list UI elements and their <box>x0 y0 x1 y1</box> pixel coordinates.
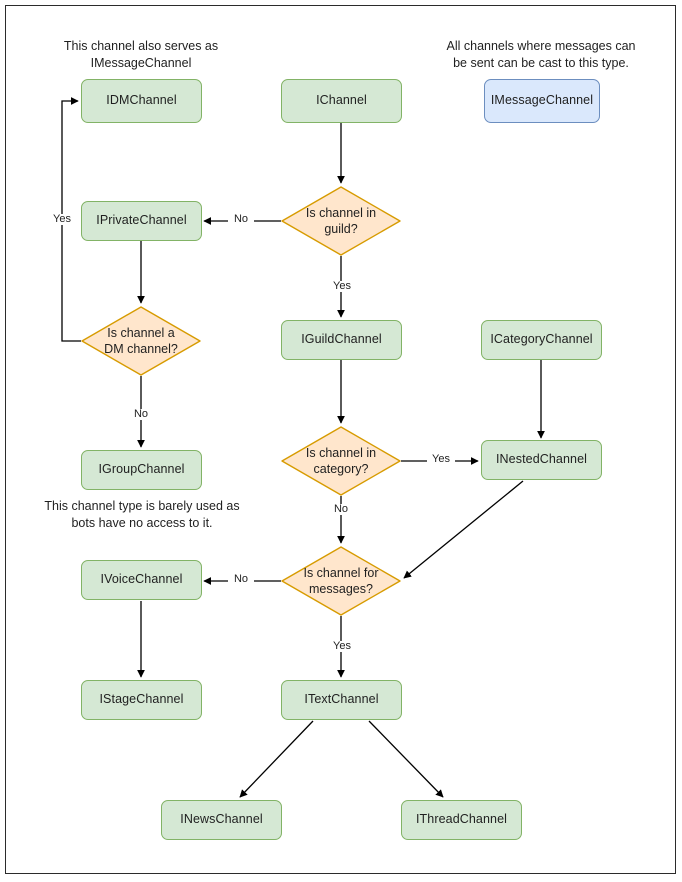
diamond-shape-messages <box>281 546 401 616</box>
note-message-channel: All channels where messages can be sent … <box>446 39 636 70</box>
decision-is-channel-a-dm-channel[interactable]: Is channel a DM channel? <box>81 306 201 376</box>
node-ithreadchannel[interactable]: IThreadChannel <box>401 800 522 840</box>
diamond-shape-guild <box>281 186 401 256</box>
node-igroupchannel[interactable]: IGroupChannel <box>81 450 202 490</box>
note-group-channel: This channel type is barely used as bots… <box>44 499 240 530</box>
decision-label-messages: Is channel for messages? <box>303 565 379 596</box>
node-ichannel[interactable]: IChannel <box>281 79 402 123</box>
edge-label-messages-yes: Yes <box>328 641 356 652</box>
edge-label-guild-no: No <box>228 214 254 225</box>
edge-label-dm-no: No <box>128 409 154 420</box>
diamond-shape-dm <box>81 306 201 376</box>
node-inewschannel[interactable]: INewsChannel <box>161 800 282 840</box>
decision-is-channel-in-guild[interactable]: Is channel in guild? <box>281 186 401 256</box>
node-istagechannel[interactable]: IStageChannel <box>81 680 202 720</box>
node-idmchannel[interactable]: IDMChannel <box>81 79 202 123</box>
node-imessagechannel[interactable]: IMessageChannel <box>484 79 600 123</box>
decision-label-category: Is channel in category? <box>305 445 377 476</box>
node-itextchannel[interactable]: ITextChannel <box>281 680 402 720</box>
edge-label-messages-no: No <box>228 574 254 585</box>
decision-label-guild: Is channel in guild? <box>305 205 377 236</box>
diamond-shape-category <box>281 426 401 496</box>
decision-label-dm: Is channel a DM channel? <box>104 325 178 356</box>
edge-label-category-no: No <box>328 504 354 515</box>
node-inestedchannel[interactable]: INestedChannel <box>481 440 602 480</box>
decision-is-channel-for-messages[interactable]: Is channel for messages? <box>281 546 401 616</box>
node-iguildchannel[interactable]: IGuildChannel <box>281 320 402 360</box>
edge-label-category-yes: Yes <box>427 454 455 465</box>
decision-is-channel-in-category[interactable]: Is channel in category? <box>281 426 401 496</box>
edge-label-guild-yes: Yes <box>328 281 356 292</box>
node-iprivatechannel[interactable]: IPrivateChannel <box>81 201 202 241</box>
edge-label-dm-yes: Yes <box>48 214 76 225</box>
node-icategorychannel[interactable]: ICategoryChannel <box>481 320 602 360</box>
note-dm-channel: This channel also serves as IMessageChan… <box>63 39 219 70</box>
node-ivoicechannel[interactable]: IVoiceChannel <box>81 560 202 600</box>
